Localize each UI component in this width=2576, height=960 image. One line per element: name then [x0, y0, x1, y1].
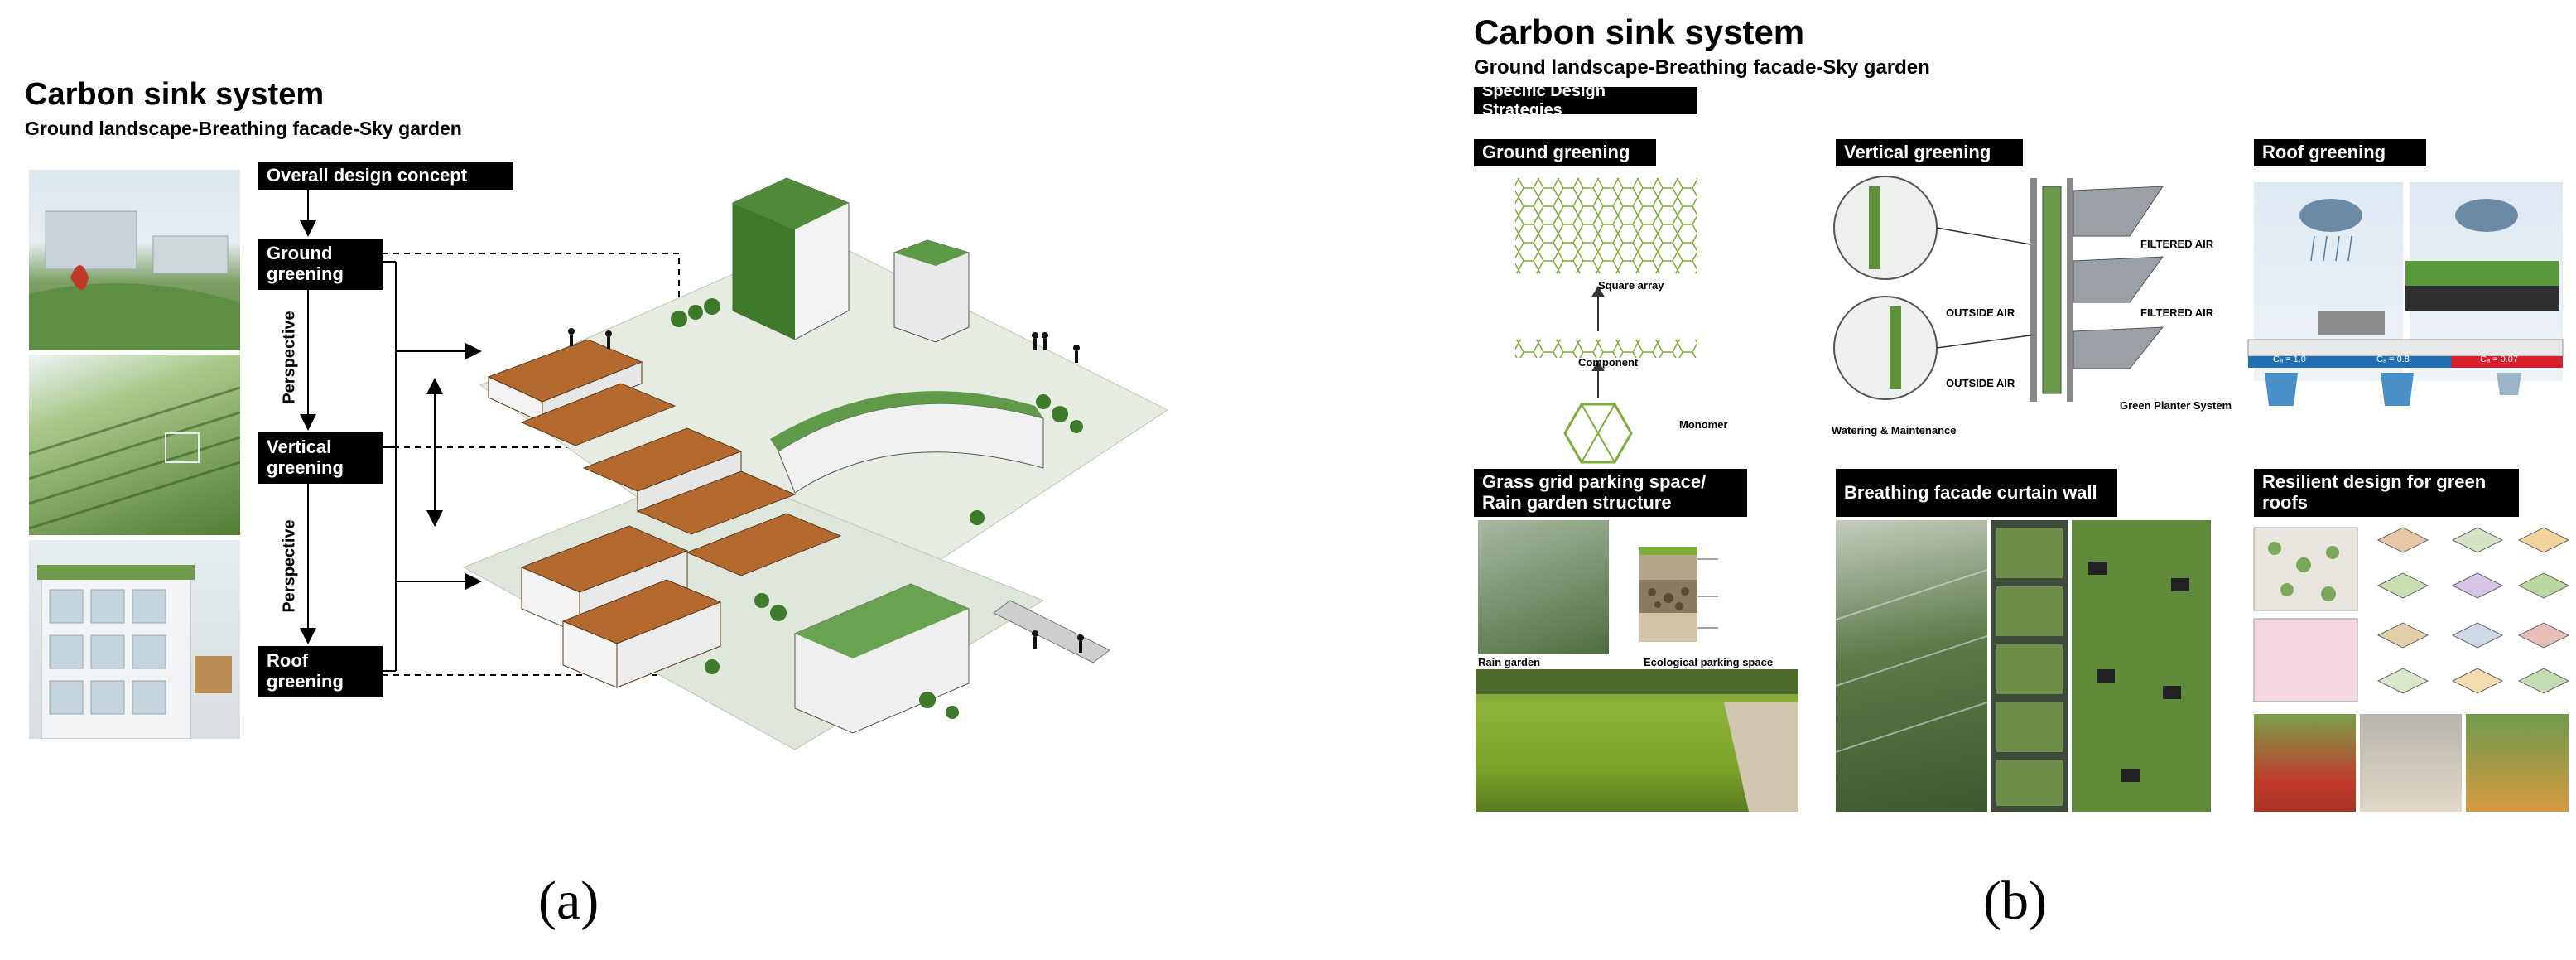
component-caption: Component [1578, 356, 1639, 369]
breathing-facade-header: Breathing facade curtain wall [1836, 469, 2117, 517]
vertical-greening-header: Vertical greening [1836, 139, 2023, 166]
ground-greening-label: Ground greening [258, 239, 383, 290]
ground-greening-photo [29, 170, 240, 350]
roof-greening-photo [29, 540, 240, 739]
resilient-photo-2 [2360, 714, 2462, 812]
roof-photo-art [37, 565, 232, 739]
runoff-coefficient-3: Cₐ = 0.07 [2480, 355, 2518, 364]
curtain-wall-photo-2 [1991, 520, 2068, 812]
rain-garden-caption: Rain garden [1478, 656, 1541, 668]
curtain-wall-art-2 [1996, 528, 2063, 806]
green-planter-caption: Green Planter System [2120, 399, 2232, 412]
curtain-wall-art-3 [2088, 562, 2189, 782]
ground-greening-diagram [1515, 178, 1697, 464]
curtain-wall-photo-3 [2072, 520, 2211, 812]
runoff-coefficient-1: Cₐ = 1.0 [2273, 355, 2306, 364]
ground-greening-header: Ground greening [1474, 139, 1656, 166]
vertical-greening-diagram [1833, 176, 2164, 402]
panel-a-title: Carbon sink system [25, 77, 325, 112]
resilient-photo-1 [2254, 714, 2356, 812]
campus-axonometric-illustration [462, 177, 1168, 750]
vertical-greening-label: Vertical greening [258, 432, 383, 484]
resilient-modules-art [2253, 527, 2570, 702]
vertical-photo-art [29, 386, 240, 530]
roof-greening-diagram [2247, 199, 2564, 406]
panel-b-label: (b) [1983, 871, 2047, 931]
runoff-coefficient-2: Cₐ = 0.8 [2376, 355, 2410, 364]
overall-design-concept-label: Overall design concept [258, 162, 513, 190]
filtered-air-caption-2: FILTERED AIR [2140, 306, 2214, 319]
vertical-greening-photo [29, 355, 240, 535]
specific-design-strategies-label: Specific Design Strategies [1474, 82, 1697, 119]
lawn-art [1476, 669, 1798, 812]
ground-photo-art [29, 210, 240, 350]
parking-section-art [1639, 547, 1718, 642]
square-array-caption: Square array [1598, 279, 1664, 292]
filtered-air-caption-1: FILTERED AIR [2140, 238, 2214, 250]
outside-air-caption-1: OUTSIDE AIR [1946, 306, 2015, 319]
curtain-wall-art-1 [1836, 569, 1987, 753]
panel-b-subtitle: Ground landscape-Breathing facade-Sky ga… [1474, 56, 1930, 79]
resilient-design-header: Resilient design for green roofs [2254, 469, 2519, 517]
roof-greening-label: Roof greening [258, 646, 383, 697]
panel-b-title: Carbon sink system [1474, 12, 1805, 51]
panel-a-label: (a) [538, 871, 599, 931]
parking-section-diagram [1615, 522, 1797, 650]
ecological-parking-caption: Ecological parking space [1644, 656, 1774, 668]
panel-a-subtitle: Ground landscape-Breathing facade-Sky ga… [25, 118, 462, 139]
resilient-photo-3 [2466, 714, 2569, 812]
grass-grid-header: Grass grid parking space/ Rain garden st… [1474, 469, 1747, 517]
parking-lawn-photo [1476, 669, 1798, 812]
watering-caption: Watering & Maintenance [1832, 424, 1957, 437]
resilient-roof-modules [2253, 523, 2570, 710]
roof-greening-header: Roof greening [2254, 139, 2426, 166]
curtain-wall-photo-1 [1836, 520, 1987, 812]
rain-garden-photo [1478, 520, 1609, 654]
monomer-caption: Monomer [1679, 418, 1728, 431]
outside-air-caption-2: OUTSIDE AIR [1946, 377, 2015, 389]
